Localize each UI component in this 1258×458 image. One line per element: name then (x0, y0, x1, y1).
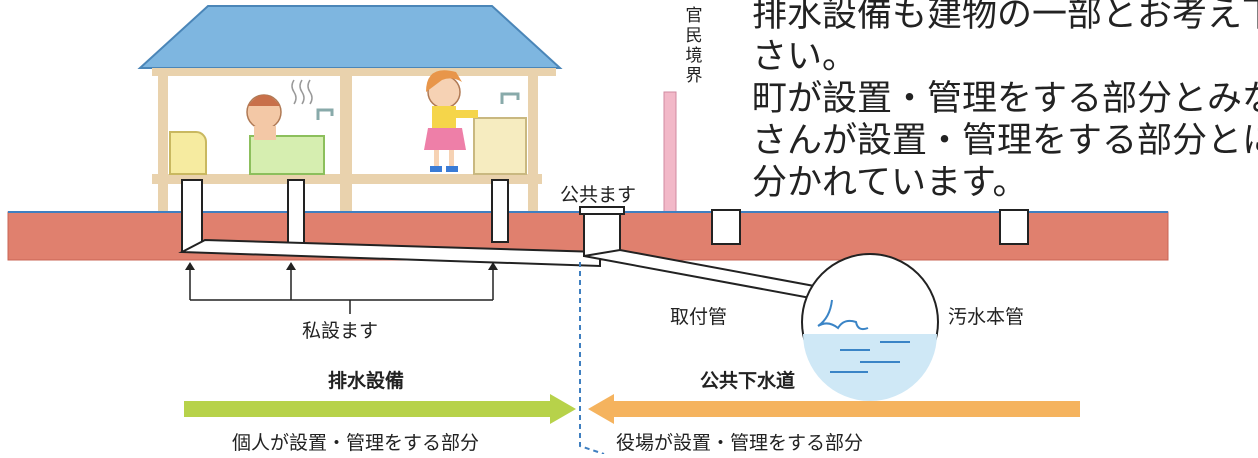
public-arrow-head (588, 394, 614, 424)
wash-basin (473, 117, 527, 175)
right-basin-1 (711, 209, 741, 245)
bathtub (249, 135, 325, 175)
private-section-title: 排水設備 (328, 370, 405, 392)
boundary-char-2: 民 (685, 26, 703, 46)
explanation-line-4: さんが設置・管理をする部分とに (752, 121, 1258, 161)
boundary-char-1: 官 (685, 6, 703, 26)
private-arrow-head (550, 394, 576, 424)
explanation-line-3: 町が設置・管理をする部分とみな (752, 79, 1258, 119)
person-bathing (246, 94, 282, 140)
public-section-caption: 役場が設置・管理をする部分 (616, 432, 864, 454)
toilet (169, 131, 207, 175)
water-splash (817, 299, 869, 331)
explanation-line-2: さい。 (752, 37, 858, 77)
public-section-title: 公共下水道 (700, 370, 796, 392)
boundary-post (663, 91, 677, 213)
house-roof (137, 5, 563, 69)
private-section-caption: 個人が設置・管理をする部分 (232, 432, 480, 454)
boundary-char-3: 境 (685, 46, 703, 66)
house-frame (152, 76, 542, 212)
boundary-char-4: 界 (685, 66, 703, 86)
explanation-line-1: 排水設備も建物の一部とお考え下 (752, 0, 1258, 35)
right-basin-2 (999, 209, 1029, 245)
explanation-line-5: 分かれています。 (752, 163, 1028, 203)
water-lines (830, 341, 910, 373)
steam (291, 79, 313, 105)
private-basin-label: 私設ます (302, 320, 379, 342)
bath-faucet (316, 108, 334, 120)
private-drain-pipes (181, 179, 509, 253)
private-basin-pointers (189, 264, 494, 314)
boundary-line (579, 262, 605, 455)
public-basin-label: 公共ます (560, 184, 637, 206)
explanation-text: 排水設備も建物の一部とお考え下 さい。 町が設置・管理をする部分とみな さんが設… (752, 0, 1258, 204)
sewer-water (803, 334, 937, 401)
public-basin-lid (579, 206, 625, 215)
person-girl (424, 70, 478, 172)
public-arrow-shaft (612, 401, 1080, 417)
section-arrows (184, 394, 1080, 424)
private-basin-arrowheads (185, 262, 498, 270)
sink-faucet (500, 92, 520, 104)
public-basin-box (583, 211, 621, 257)
boundary-label: 官 民 境 界 (682, 6, 706, 86)
house-beam (152, 68, 556, 76)
private-arrow-shaft (184, 401, 552, 417)
sewer-main-label: 汚水本管 (948, 306, 1025, 328)
connection-pipe-label: 取付管 (670, 306, 728, 328)
